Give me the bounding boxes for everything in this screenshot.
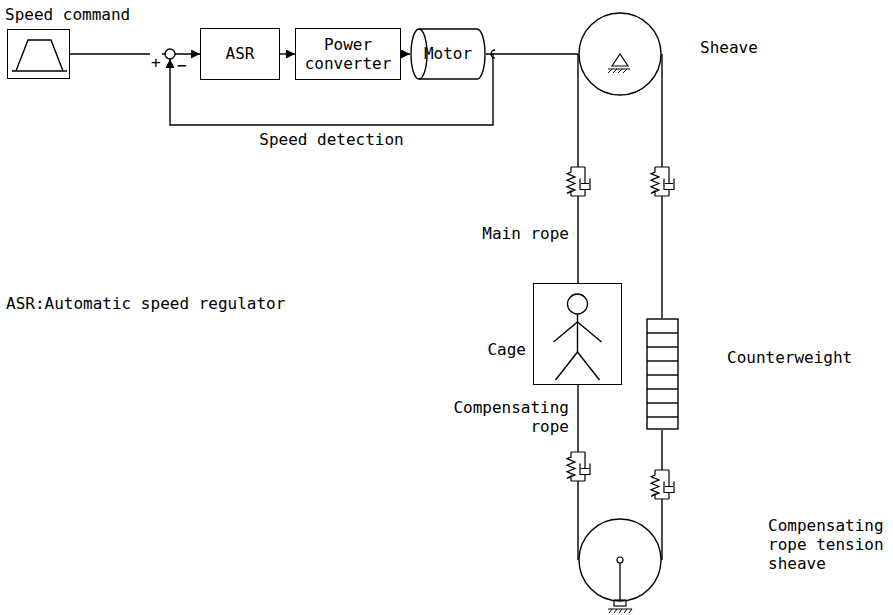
asr-box: ASR xyxy=(200,28,280,80)
cage-box-outline xyxy=(534,284,621,384)
weight-plate xyxy=(647,416,678,417)
sheave-ground-hatch xyxy=(608,69,630,73)
counterweight-stack: Counterweight xyxy=(646,318,679,430)
abbreviation-note: ASR:Automatic speed regulator xyxy=(5,294,286,313)
rope-gap xyxy=(649,470,675,499)
connector-line xyxy=(486,53,578,54)
node-text: ASR xyxy=(226,44,255,63)
spring-damper xyxy=(565,452,591,481)
cage-box: Cage xyxy=(533,283,622,385)
person-head xyxy=(568,294,588,314)
weight-plate xyxy=(647,402,678,403)
spring-zigzag xyxy=(567,167,575,196)
damper-cup xyxy=(664,179,674,197)
person-legs xyxy=(556,352,600,380)
rope-gap xyxy=(649,167,675,196)
person-body xyxy=(577,314,578,352)
motor-cylinder: Motor xyxy=(410,28,486,80)
spring-damper-bar xyxy=(571,452,585,481)
damper-piston xyxy=(581,167,589,184)
summing-junction xyxy=(165,49,175,59)
weight-plate xyxy=(647,332,678,333)
speed-command-box-outline xyxy=(8,30,69,78)
spring-damper-bar xyxy=(571,167,585,196)
node-text: Power converter xyxy=(296,35,400,73)
connector-line xyxy=(401,53,410,54)
connector-line xyxy=(280,53,295,54)
spring-damper-bar xyxy=(655,167,669,196)
node-text: Motor xyxy=(424,44,472,63)
damper-cup xyxy=(580,464,590,482)
time-axis xyxy=(12,70,67,71)
tension-ground-hatch xyxy=(608,609,632,613)
damper-cup xyxy=(664,482,674,500)
sign-plus: + xyxy=(150,53,162,72)
tension-rod xyxy=(619,560,620,600)
damper-piston xyxy=(665,167,673,184)
connector-line xyxy=(70,53,200,54)
spring-damper-bar xyxy=(655,470,669,499)
node-text: Compensating rope tension sheave xyxy=(768,516,892,574)
weight-plate xyxy=(647,346,678,347)
spring-zigzag xyxy=(567,452,575,481)
sign-minus: − xyxy=(176,56,188,75)
damper-cup xyxy=(580,179,590,197)
weight-plate xyxy=(647,374,678,375)
person-arms xyxy=(554,322,602,342)
weight-plate xyxy=(647,388,678,389)
sheave-pivot xyxy=(612,54,628,66)
shaft-coupling xyxy=(491,50,495,58)
speed-command-box: Speed command xyxy=(7,29,70,79)
damper-piston xyxy=(665,470,673,487)
tension-sheave-axle xyxy=(617,557,623,563)
node-text: Sheave xyxy=(700,38,780,57)
node-text: Speed command xyxy=(5,5,145,24)
spring-damper xyxy=(649,470,675,499)
tension-sheave-circle-outline xyxy=(578,518,662,602)
node-text: Cage xyxy=(472,340,526,359)
tension-sheave-circle: Compensating rope tension sheave xyxy=(578,518,662,602)
sheave-circle-outline xyxy=(578,12,662,96)
spring-damper xyxy=(565,167,591,196)
spring-zigzag xyxy=(651,167,659,196)
trapezoid-profile xyxy=(16,40,63,71)
edge-label: Speed detection xyxy=(258,130,405,149)
sheave-circle: Sheave xyxy=(578,12,662,96)
wheel-rim xyxy=(579,13,661,95)
weight-plate xyxy=(647,360,678,361)
rope-gap xyxy=(565,167,591,196)
power-converter-box: Power converter xyxy=(295,28,401,80)
counterweight-stack-outline xyxy=(646,318,679,430)
damper-piston xyxy=(581,452,589,469)
spring-damper xyxy=(649,167,675,196)
weight-outline xyxy=(647,319,678,429)
rope-label: Main rope xyxy=(470,224,570,243)
rope-gap xyxy=(565,452,591,481)
cylinder-body xyxy=(419,29,485,79)
wheel-rim xyxy=(579,519,661,601)
rope-label: Compensating rope xyxy=(446,398,570,436)
node-text: Counterweight xyxy=(727,348,867,367)
spring-zigzag xyxy=(651,470,659,499)
